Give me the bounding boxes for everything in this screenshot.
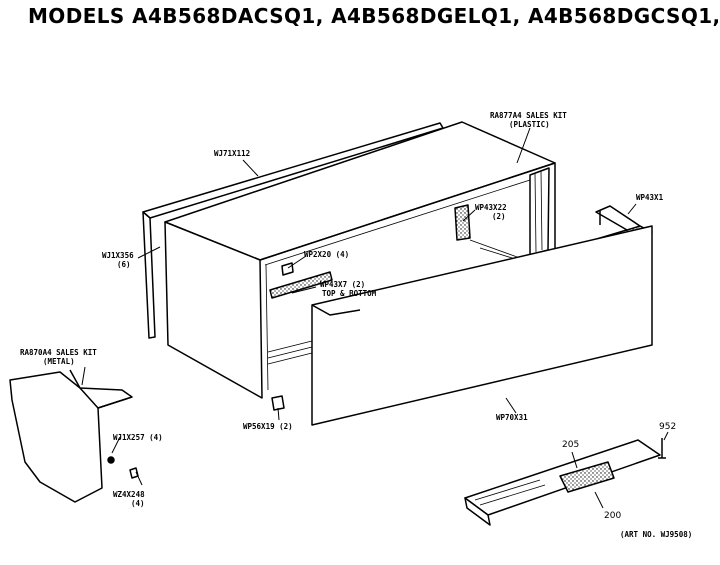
label-wp2x20: WP2X20 (4) [304, 250, 350, 259]
label-wp43x22-line1: WP43X22 [475, 203, 507, 212]
label-ra877a4-line1: RA877A4 SALES KIT [490, 111, 567, 120]
label-wj1x356-line1: WJ1X356 [102, 251, 134, 260]
label-ra870a4-line1: RA870A4 SALES KIT [20, 348, 97, 357]
small-bracket [271, 395, 285, 411]
front-panel [311, 205, 653, 426]
label-ra870a4-line2: (METAL) [43, 357, 75, 366]
label-952: 952 [659, 422, 677, 432]
label-ra877a4-line2: (PLASTIC) [509, 120, 550, 129]
screw-952 [658, 438, 666, 459]
label-wz4x248-line1: WZ4X248 [113, 490, 145, 499]
label-wp56x19: WP56X19 (2) [243, 422, 293, 431]
label-wp43x22-line2: (2) [492, 212, 506, 221]
tray-assembly [464, 439, 661, 526]
label-wj71x112: WJ71X112 [214, 149, 251, 158]
art-number: (ART NO. WJ9508) [620, 530, 693, 539]
cabinet-housing [164, 121, 556, 399]
page-title: MODELS A4B568DACSQ1, A4B568DGELQ1, A4B56… [28, 4, 718, 28]
label-wj1x257: WJ1X257 (4) [113, 433, 163, 442]
side-curtain [9, 369, 139, 503]
label-wp70x31: WP70X31 [496, 413, 528, 422]
label-200: 200 [604, 511, 622, 521]
label-wz4x248-line2: (4) [131, 499, 145, 508]
label-205: 205 [562, 440, 580, 450]
leader-lines [81, 127, 669, 509]
label-wj1x356-line2: (6) [117, 260, 131, 269]
label-wp43x1: WP43X1 [636, 193, 664, 202]
label-wp43x7-line1: WP43X7 (2) [320, 280, 366, 289]
label-wp43x7-line2: TOP & BOTTOM [322, 289, 377, 298]
